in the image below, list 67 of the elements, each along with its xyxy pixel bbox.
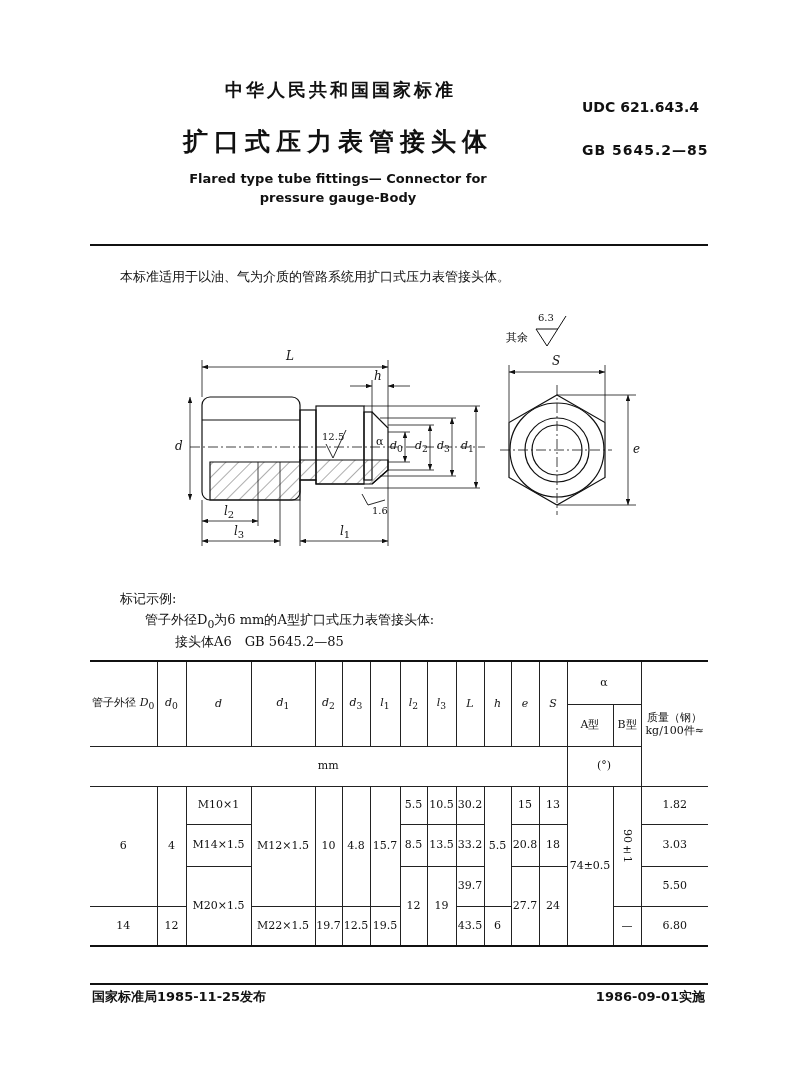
dimension-label: d$_{0}$	[390, 440, 403, 455]
udc-number: UDC 621.643.4	[582, 100, 699, 116]
roughness-value: 1.6	[372, 505, 388, 516]
table-cell: 27.7	[511, 866, 539, 946]
table-cell: 10.5	[427, 786, 456, 824]
dimension-label: l$_{2}$	[224, 505, 235, 521]
column-header: d$_{1}$	[251, 661, 315, 746]
column-header: d	[186, 661, 251, 746]
example-heading: 标记示例:	[120, 592, 177, 607]
table-cell: 5.5	[484, 786, 511, 906]
column-header: α	[567, 661, 641, 704]
table-cell: 4	[157, 786, 186, 906]
table-cell: 74±0.5	[567, 786, 613, 946]
table-cell: M12×1.5	[251, 786, 315, 906]
column-header: S	[539, 661, 567, 746]
roughness-note: 其余	[506, 332, 528, 345]
column-header: A型	[567, 704, 613, 746]
dimension-label: h	[374, 370, 382, 384]
dimension-label: d	[175, 440, 183, 454]
document-title: 扩口式压力表管接头体	[183, 128, 493, 156]
dimension-label: S	[552, 355, 561, 369]
dimension-label: L	[286, 350, 294, 364]
standard-header: 中华人民共和国国家标准	[224, 80, 456, 100]
column-header: L	[456, 661, 484, 746]
angle-label: α	[376, 436, 384, 449]
column-header: d$_{0}$	[157, 661, 186, 746]
example-designation: 接头体A6 GB 5645.2—85	[175, 635, 344, 650]
table-cell: 43.5	[456, 906, 484, 946]
table-cell: 8.5	[400, 824, 427, 866]
example-text: 管子外径D$_{0}$为6 mm的A型扩口式压力表管接头体:	[145, 613, 435, 631]
table-cell: 90±1	[613, 786, 641, 906]
dimension-label: e	[633, 443, 641, 457]
table-cell: 6	[90, 786, 157, 906]
table-cell: 10	[315, 786, 342, 906]
column-header: h	[484, 661, 511, 746]
column-header: e	[511, 661, 539, 746]
column-header: 管子外径 D$_{0}$	[90, 661, 157, 746]
table-cell: 13	[539, 786, 567, 824]
column-header: l$_{2}$	[400, 661, 427, 746]
table-cell: 12	[400, 866, 427, 946]
table-cell: 15.7	[370, 786, 400, 906]
dimension-label: d$_{2}$	[415, 440, 428, 455]
dimension-label: l$_{3}$	[234, 525, 245, 541]
table-cell: M10×1	[186, 786, 251, 824]
roughness-value: 12.5	[322, 431, 345, 442]
scope-text: 本标准适用于以油、气为介质的管路系统用扩口式压力表管接头体。	[120, 270, 510, 285]
table-cell: 5.5	[400, 786, 427, 824]
table-cell: 4.8	[342, 786, 370, 906]
column-header: d$_{3}$	[342, 661, 370, 746]
column-header: d$_{2}$	[315, 661, 342, 746]
table-cell: 12.5	[342, 906, 370, 946]
table-cell: 20.8	[511, 824, 539, 866]
issue-date: 国家标准局1985-11-25发布	[92, 990, 267, 1005]
table-cell: 30.2	[456, 786, 484, 824]
table-cell: 13.5	[427, 824, 456, 866]
roughness-value: 6.3	[538, 312, 554, 323]
english-title: Flared type tube fittings— Connector for pressure gauge-Body	[188, 170, 488, 207]
standard-number: GB 5645.2—85	[582, 143, 709, 159]
dimension-label: d$_{1}$	[461, 440, 474, 455]
dimension-label: d$_{3}$	[437, 440, 450, 455]
table-cell: 19.7	[315, 906, 342, 946]
dimension-label: l$_{1}$	[340, 525, 351, 541]
column-header: l$_{1}$	[370, 661, 400, 746]
table-cell: 15	[511, 786, 539, 824]
implementation-date: 1986-09-01实施	[595, 990, 705, 1005]
column-header: mm	[90, 746, 567, 786]
column-header: l$_{3}$	[427, 661, 456, 746]
